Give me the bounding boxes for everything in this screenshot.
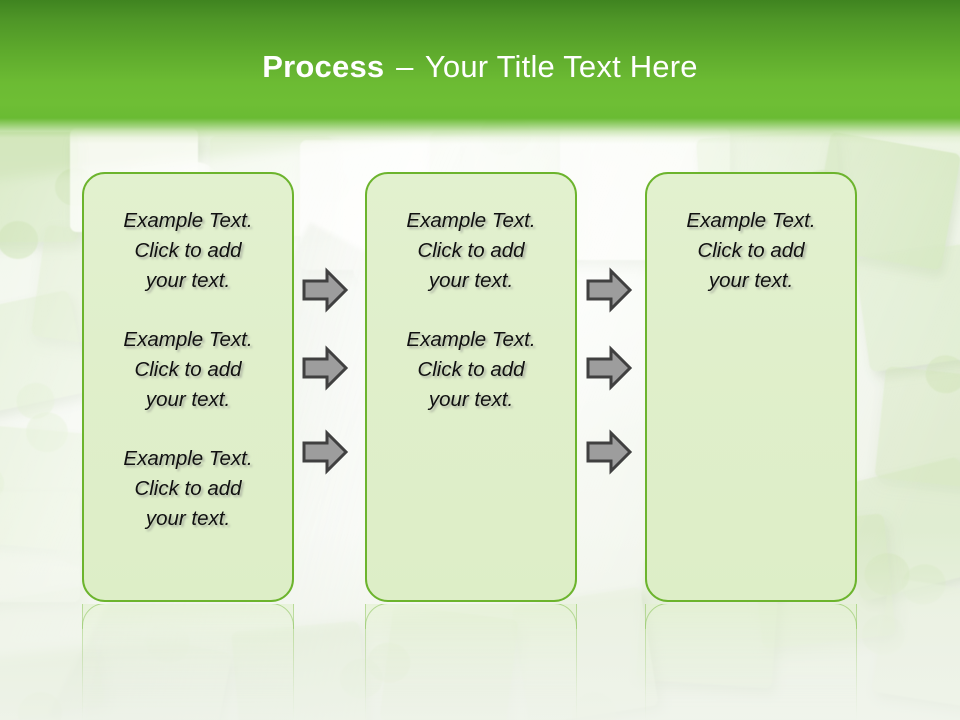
process-step-1-paragraph-1[interactable]: Example Text. Click to add your text. bbox=[123, 209, 253, 292]
arrow-right-icon bbox=[586, 429, 633, 475]
arrow-1-to-2-top[interactable] bbox=[301, 267, 349, 313]
process-step-3-paragraph-1[interactable]: Example Text. Click to add your text. bbox=[686, 209, 816, 292]
arrow-right-icon bbox=[302, 429, 349, 475]
process-step-2[interactable]: Example Text. Click to add your text. Ex… bbox=[365, 172, 577, 602]
title-banner bbox=[0, 0, 960, 118]
page-title: Process – Your Title Text Here bbox=[0, 50, 960, 84]
arrow-2-to-3-top[interactable] bbox=[585, 267, 633, 313]
arrow-right-icon bbox=[586, 267, 633, 313]
arrow-2-to-3-middle[interactable] bbox=[585, 345, 633, 391]
page-title-strong: Process bbox=[262, 49, 385, 84]
process-step-3-body: Example Text. Click to add your text. bbox=[657, 206, 845, 296]
arrow-2-to-3-bottom[interactable] bbox=[585, 429, 633, 475]
page-title-separator: – bbox=[396, 49, 414, 84]
process-step-2-paragraph-1[interactable]: Example Text. Click to add your text. bbox=[406, 209, 536, 292]
process-step-2-reflection bbox=[365, 603, 577, 720]
process-step-1-paragraph-3[interactable]: Example Text. Click to add your text. bbox=[123, 447, 253, 530]
arrow-1-to-2-middle[interactable] bbox=[301, 345, 349, 391]
arrow-1-to-2-bottom[interactable] bbox=[301, 429, 349, 475]
process-step-3-reflection bbox=[645, 603, 857, 720]
process-step-1-body: Example Text. Click to add your text. Ex… bbox=[94, 206, 282, 534]
arrow-right-icon bbox=[302, 267, 349, 313]
arrow-right-icon bbox=[302, 345, 349, 391]
process-step-2-body: Example Text. Click to add your text. Ex… bbox=[377, 206, 565, 415]
page-title-light: Your Title Text Here bbox=[424, 49, 698, 84]
process-step-3[interactable]: Example Text. Click to add your text. bbox=[645, 172, 857, 602]
title-banner-fade bbox=[0, 118, 960, 144]
arrow-right-icon bbox=[586, 345, 633, 391]
process-step-1[interactable]: Example Text. Click to add your text. Ex… bbox=[82, 172, 294, 602]
process-step-1-paragraph-2[interactable]: Example Text. Click to add your text. bbox=[123, 328, 253, 411]
process-step-2-paragraph-2[interactable]: Example Text. Click to add your text. bbox=[406, 328, 536, 411]
process-step-1-reflection bbox=[82, 603, 294, 720]
